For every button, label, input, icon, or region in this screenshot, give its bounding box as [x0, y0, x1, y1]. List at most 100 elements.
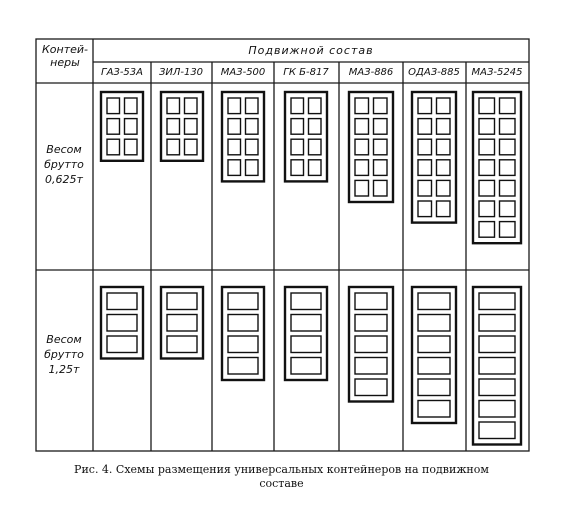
container-slot [227, 117, 242, 135]
vehicle-body-outline [159, 90, 205, 163]
container-slot [417, 378, 451, 397]
container-slot [498, 159, 516, 177]
container-slot [435, 97, 451, 115]
vehicle-body-outline [347, 285, 395, 403]
container-slot [478, 399, 516, 418]
vehicle-header-gaz-53a: ГАЗ-53А [101, 67, 143, 78]
container-slot [372, 159, 388, 177]
container-slot [417, 292, 451, 311]
container-slot [354, 138, 370, 156]
container-slot [478, 313, 516, 332]
container-slot [478, 159, 496, 177]
container-slot [478, 356, 516, 375]
container-slot [354, 356, 388, 375]
container-slot [106, 138, 121, 156]
container-slot [227, 335, 259, 354]
container-slot [478, 179, 496, 197]
vehicle-body-outline [347, 90, 395, 204]
container-slot [123, 138, 138, 156]
container-slot [354, 97, 370, 115]
container-slot [417, 97, 433, 115]
container-slot [478, 421, 516, 440]
container-slot [478, 292, 516, 311]
container-slot [244, 138, 259, 156]
container-slot [498, 117, 516, 135]
container-slot [106, 292, 138, 311]
container-slot [290, 335, 322, 354]
rolling-stock-header: Подвижной состав [248, 44, 374, 57]
container-slot [417, 200, 433, 218]
row-label-0625-line3: 0,625т [45, 173, 83, 186]
container-slot [227, 292, 259, 311]
container-slot [354, 159, 370, 177]
container-slot [227, 313, 259, 332]
container-slot [478, 335, 516, 354]
vehicle-header-maz-5245: МАЗ-5245 [471, 67, 523, 78]
container-slot [417, 117, 433, 135]
container-slot [478, 220, 496, 238]
container-slot [290, 138, 305, 156]
container-slot [354, 117, 370, 135]
container-slot [290, 292, 322, 311]
vehicle-body-outline [159, 285, 205, 360]
figure-caption: Рис. 4. Схемы размещения универсальных к… [0, 463, 563, 491]
container-slot [372, 97, 388, 115]
containers-header-line2: неры [50, 56, 80, 69]
container-slot [307, 117, 322, 135]
container-slot [166, 335, 198, 354]
figure-caption-line2: составе [259, 477, 304, 490]
container-slot [435, 117, 451, 135]
vehicle-header-odaz-885: ОДАЗ-885 [408, 67, 460, 78]
container-slot [354, 313, 388, 332]
container-slot [478, 138, 496, 156]
container-slot [106, 117, 121, 135]
container-slot [417, 335, 451, 354]
container-slot [106, 313, 138, 332]
container-slot [307, 159, 322, 177]
vehicle-body-outline [283, 90, 329, 183]
container-slot [498, 220, 516, 238]
container-slot [244, 97, 259, 115]
vehicle-body-outline [220, 285, 266, 382]
container-slot [166, 117, 181, 135]
container-slot [290, 97, 305, 115]
containers-header-line1: Контей- [41, 43, 89, 56]
container-slot [478, 378, 516, 397]
container-slot [354, 335, 388, 354]
container-slot [123, 117, 138, 135]
container-slot [354, 292, 388, 311]
container-slot [417, 179, 433, 197]
container-slot [372, 138, 388, 156]
container-slot [106, 97, 121, 115]
table-outer-frame [35, 38, 530, 452]
container-slot [435, 138, 451, 156]
vehicle-header-gk-b-817: ГК Б-817 [283, 67, 329, 78]
container-slot [244, 159, 259, 177]
container-slot [106, 335, 138, 354]
vehicle-header-maz-500: МАЗ-500 [220, 67, 266, 78]
container-slot [478, 200, 496, 218]
container-slot [435, 179, 451, 197]
container-slot [478, 97, 496, 115]
container-slot [354, 179, 370, 197]
container-slot [183, 117, 198, 135]
container-slot [183, 138, 198, 156]
container-slot [307, 138, 322, 156]
container-slot [227, 138, 242, 156]
container-slot [372, 179, 388, 197]
row-label-0625-line2: брутто [44, 158, 84, 171]
container-slot [307, 97, 322, 115]
container-slot [244, 117, 259, 135]
vehicle-body-outline [471, 90, 523, 245]
container-slot [290, 313, 322, 332]
vehicle-header-zil-130: ЗИЛ-130 [158, 67, 204, 78]
container-slot [417, 159, 433, 177]
vehicle-body-outline [99, 90, 145, 163]
container-slot [498, 200, 516, 218]
vehicle-body-outline [410, 285, 458, 425]
container-slot [417, 138, 433, 156]
row-label-125-line2: брутто [44, 348, 84, 361]
container-slot [417, 313, 451, 332]
container-slot [166, 292, 198, 311]
container-slot [435, 200, 451, 218]
